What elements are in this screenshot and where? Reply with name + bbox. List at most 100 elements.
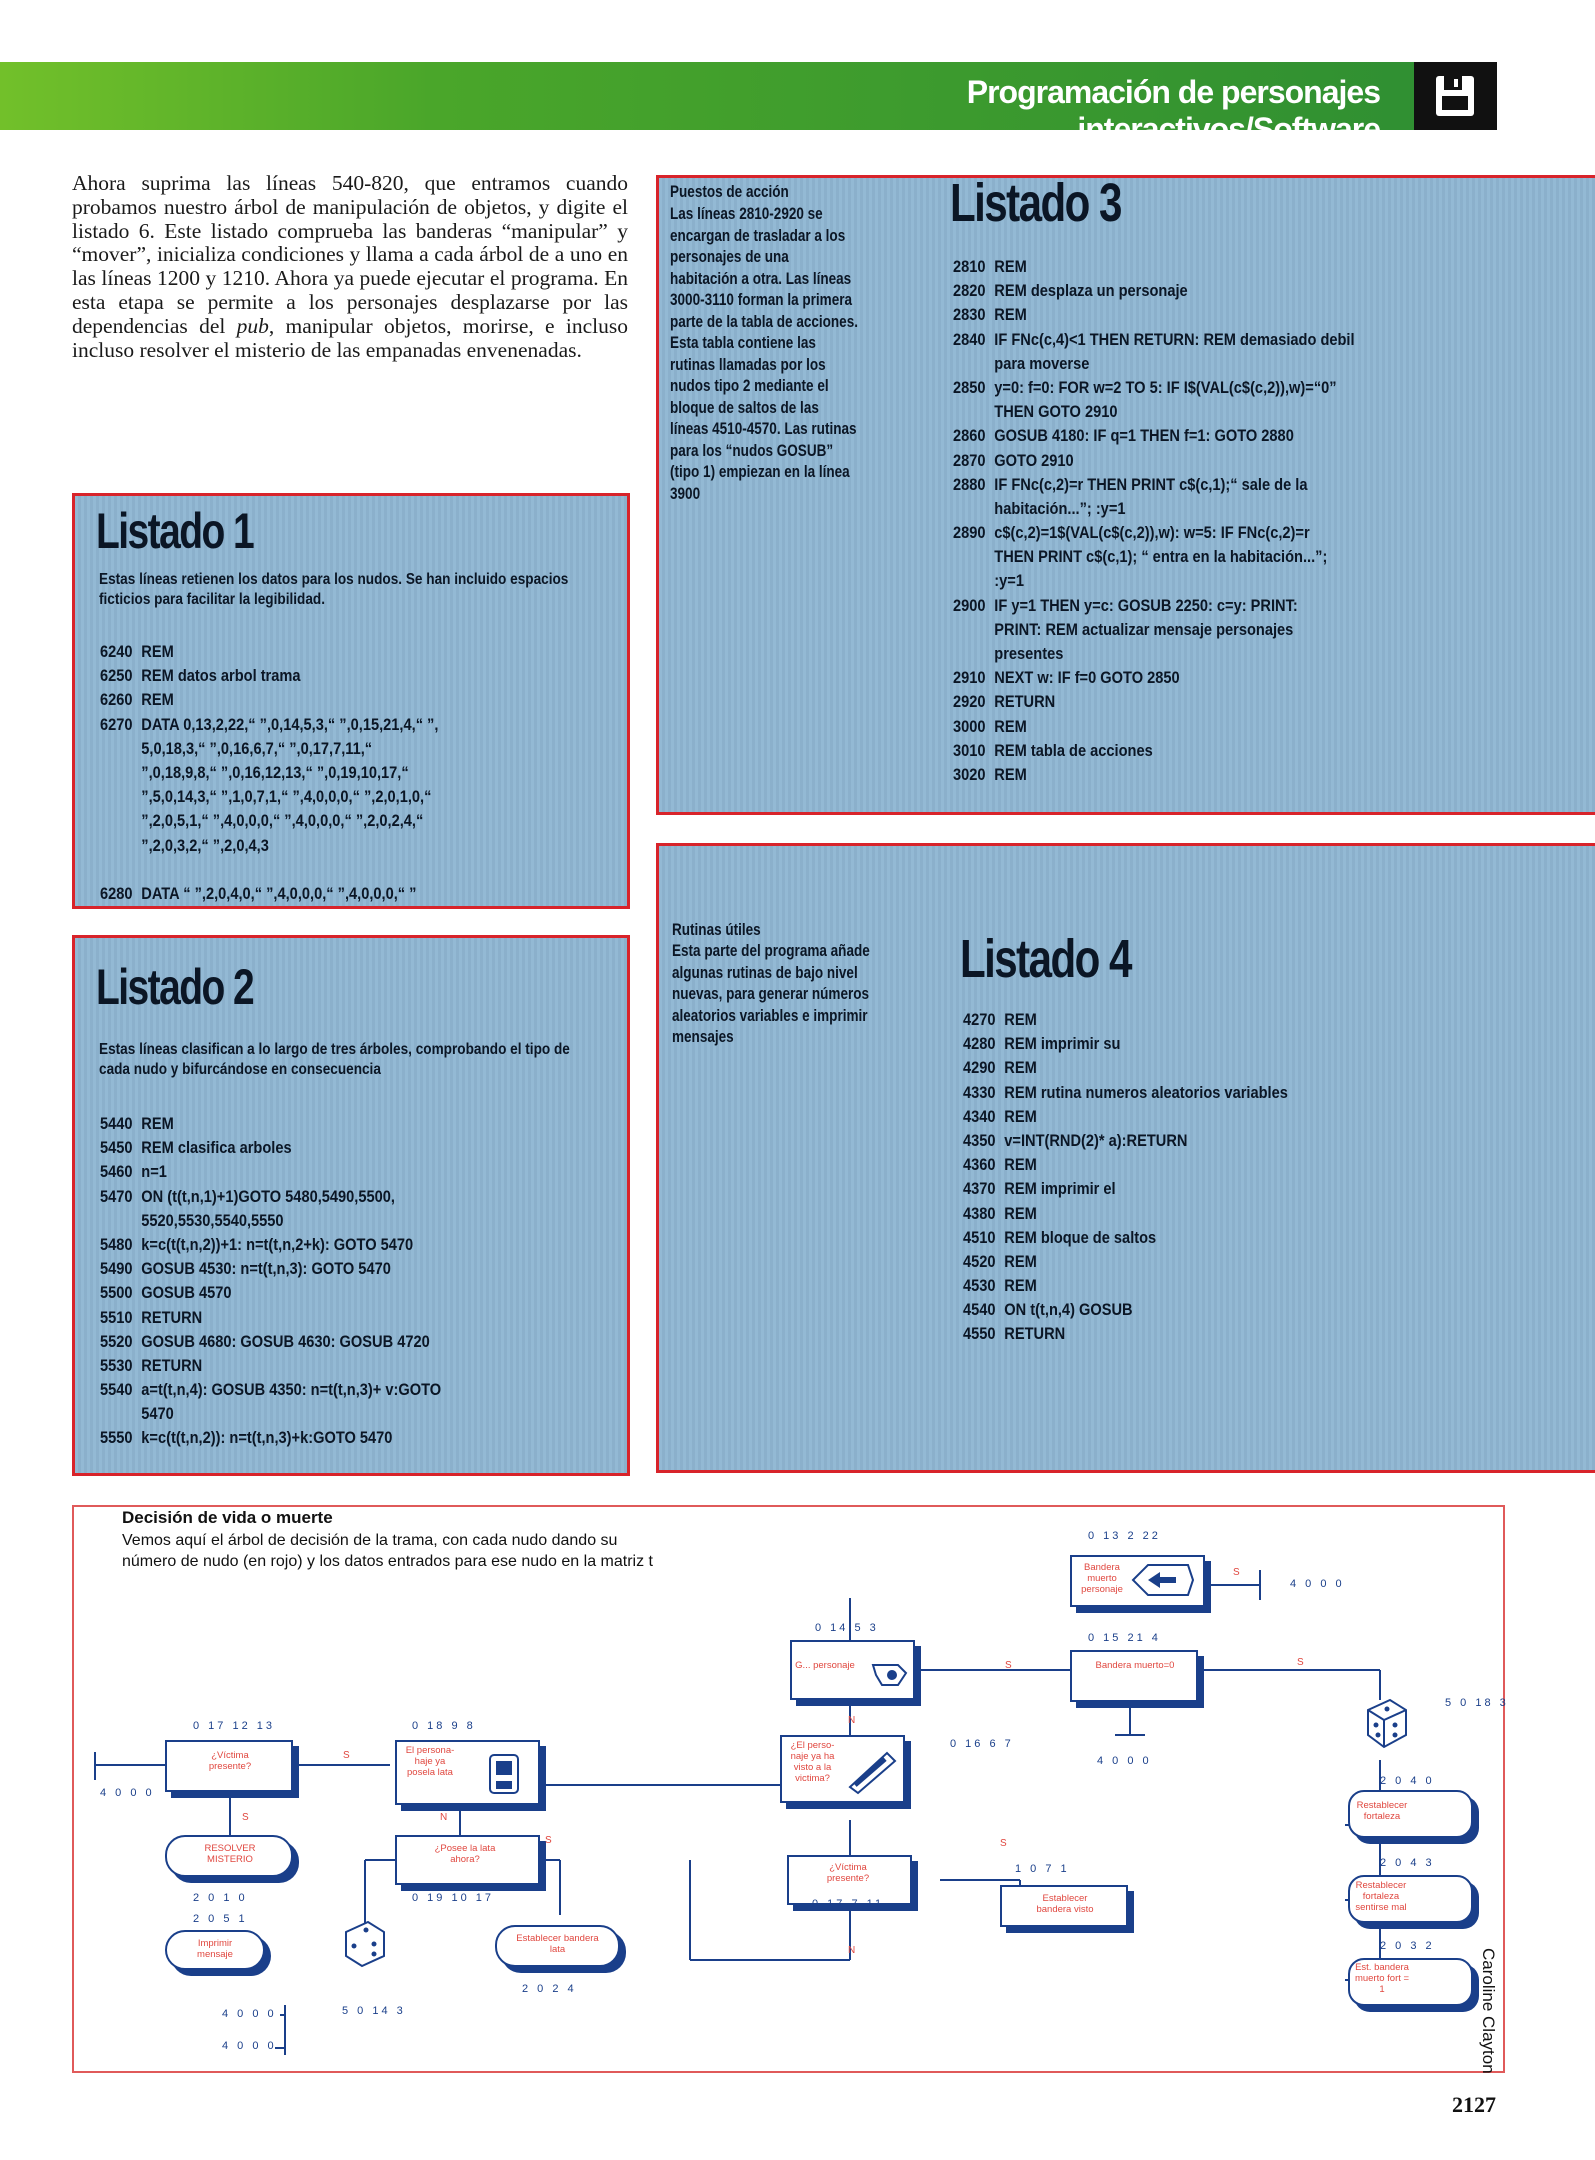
line-number: 5500: [100, 1283, 133, 1303]
diagram-node-data: 4 0 0 0: [1097, 1755, 1152, 1767]
diagram-node-data: 0 19 10 17: [412, 1892, 494, 1904]
line-number: 2920: [953, 692, 986, 712]
line-text: PRINT: REM actualizar mensaje personajes: [994, 619, 1294, 639]
listado-2-desc: Estas líneas clasifican a lo largo de tr…: [99, 1041, 570, 1078]
line-text: ON t(t,n,4) GOSUB: [1004, 1300, 1133, 1320]
line-number: 5480: [100, 1234, 133, 1254]
line-text: DATA “ ”,2,0,4,0,“ ”,4,0,0,0,“ ”,4,0,0,0…: [141, 883, 417, 903]
line-text: RETURN: [141, 1307, 203, 1327]
line-number: 4280: [963, 1034, 996, 1054]
line-text: GOSUB 4180: IF q=1 THEN f=1: GOTO 2880: [994, 426, 1294, 446]
line-number: 6280: [100, 883, 133, 903]
line-text: IF FNc(c,4)<1 THEN RETURN: REM demasiado…: [994, 329, 1355, 349]
diagram-title: Decisión de vida o muerte: [122, 1508, 333, 1527]
listado-1-panel: [72, 493, 630, 909]
code-line: 6280 DATA “ ”,2,0,4,0,“ ”,4,0,0,0,“ ”,4,0…: [100, 882, 438, 906]
listado-4-panel: [656, 843, 1595, 1473]
code-line: habitación...”; :y=1: [953, 497, 1355, 521]
line-number: 4370: [963, 1179, 996, 1199]
line-text: ”,5,0,14,3,“ ”,1,0,7,1,“ ”,4,0,0,0,“ ”,2…: [141, 787, 432, 807]
line-number: 2810: [953, 257, 986, 276]
line-text: n=1: [141, 1162, 167, 1182]
line-number: 2890: [953, 523, 986, 543]
line-text: REM bloque de saltos: [1004, 1227, 1157, 1247]
diagram-node-data: 4 0 0 0: [222, 2040, 277, 2052]
line-number: 6240: [100, 642, 133, 661]
line-number: 5510: [100, 1307, 133, 1327]
diagram-node-data: 0 17 12 13: [193, 1720, 275, 1732]
line-text: GOTO 2910: [994, 450, 1074, 470]
code-line: 2910 NEXT w: IF f=0 GOTO 2850: [953, 666, 1355, 690]
header-title: Programación de personajes interactivos/…: [966, 74, 1381, 147]
line-number: 6260: [100, 690, 133, 710]
line-number: 3000: [953, 716, 986, 736]
code-line: THEN GOTO 2910: [953, 400, 1355, 424]
node-restablecer-fortaleza: [1348, 1790, 1473, 1838]
line-text: REM: [1004, 1106, 1037, 1126]
diagram-node-data: 0 13 2 22: [1088, 1530, 1161, 1542]
branch-label-n: N: [848, 1945, 856, 1956]
node-imprimir-mensaje-label: Imprimir mensaje: [197, 1938, 233, 1960]
line-text: k=c(t(t,n,2)): n=t(t,n,3)+k:GOTO 5470: [141, 1428, 393, 1448]
node-victima-presente-right: [787, 1855, 912, 1905]
line-text: REM: [1004, 1058, 1037, 1078]
intro-paragraph: Ahora suprima las líneas 540-820, que en…: [72, 171, 628, 362]
node-bandera-muerto-0: [1070, 1650, 1198, 1702]
node-resolver-misterio: [165, 1835, 293, 1877]
line-text: NEXT w: IF f=0 GOTO 2850: [994, 668, 1180, 688]
line-text: ”,2,0,5,1,“ ”,4,0,0,0,“ ”,4,0,0,0,“ ”,2,…: [141, 811, 424, 831]
line-number: 5530: [100, 1355, 133, 1375]
line-number: 4340: [963, 1106, 996, 1126]
line-number: 5550: [100, 1428, 133, 1448]
header-bar: [0, 62, 1440, 130]
listado-3-panel: [656, 175, 1595, 815]
code-line: 5470: [100, 1402, 441, 1426]
line-number: 4360: [963, 1155, 996, 1175]
line-text: REM imprimir el: [1004, 1179, 1116, 1199]
node-resolver-misterio-label: RESOLVER MISTERIO: [204, 1843, 256, 1865]
code-line: ”,0,18,9,8,“ ”,0,16,12,13,“ ”,0,19,10,17…: [100, 761, 438, 785]
line-number: 2850: [953, 377, 986, 397]
line-number: 4380: [963, 1203, 996, 1223]
diagram-node-data: 2 0 5 1: [193, 1913, 248, 1925]
line-text: REM tabla de acciones: [994, 740, 1153, 760]
diagram-node-data: 5 0 14 3: [342, 2005, 406, 2017]
line-number: 2910: [953, 668, 986, 688]
diagram-node-data: 0 18 9 8: [412, 1720, 476, 1732]
listado-1-desc: Estas líneas retienen los datos para los…: [99, 571, 569, 608]
diagram-node-data: 1 0 7 1: [1015, 1863, 1070, 1875]
line-text: REM desplaza un personaje: [994, 281, 1188, 301]
lata-dispenser-icon: [489, 1754, 519, 1794]
line-text: :y=1: [994, 571, 1024, 591]
line-text: REM: [1004, 1203, 1037, 1223]
diagram-node-data: 0 15 21 4: [1088, 1632, 1161, 1644]
branch-label-n: N: [848, 1715, 856, 1726]
line-text: GOSUB 4570: [141, 1283, 232, 1303]
code-line: 5550 k=c(t(t,n,2)): n=t(t,n,3)+k:GOTO 547…: [100, 1426, 441, 1450]
dice-icon: [1367, 1698, 1407, 1749]
line-text: THEN GOTO 2910: [994, 402, 1118, 422]
line-number: 4520: [963, 1251, 996, 1271]
line-text: presentes: [994, 644, 1064, 663]
node-est-bandera-fort: [1348, 1958, 1473, 2006]
